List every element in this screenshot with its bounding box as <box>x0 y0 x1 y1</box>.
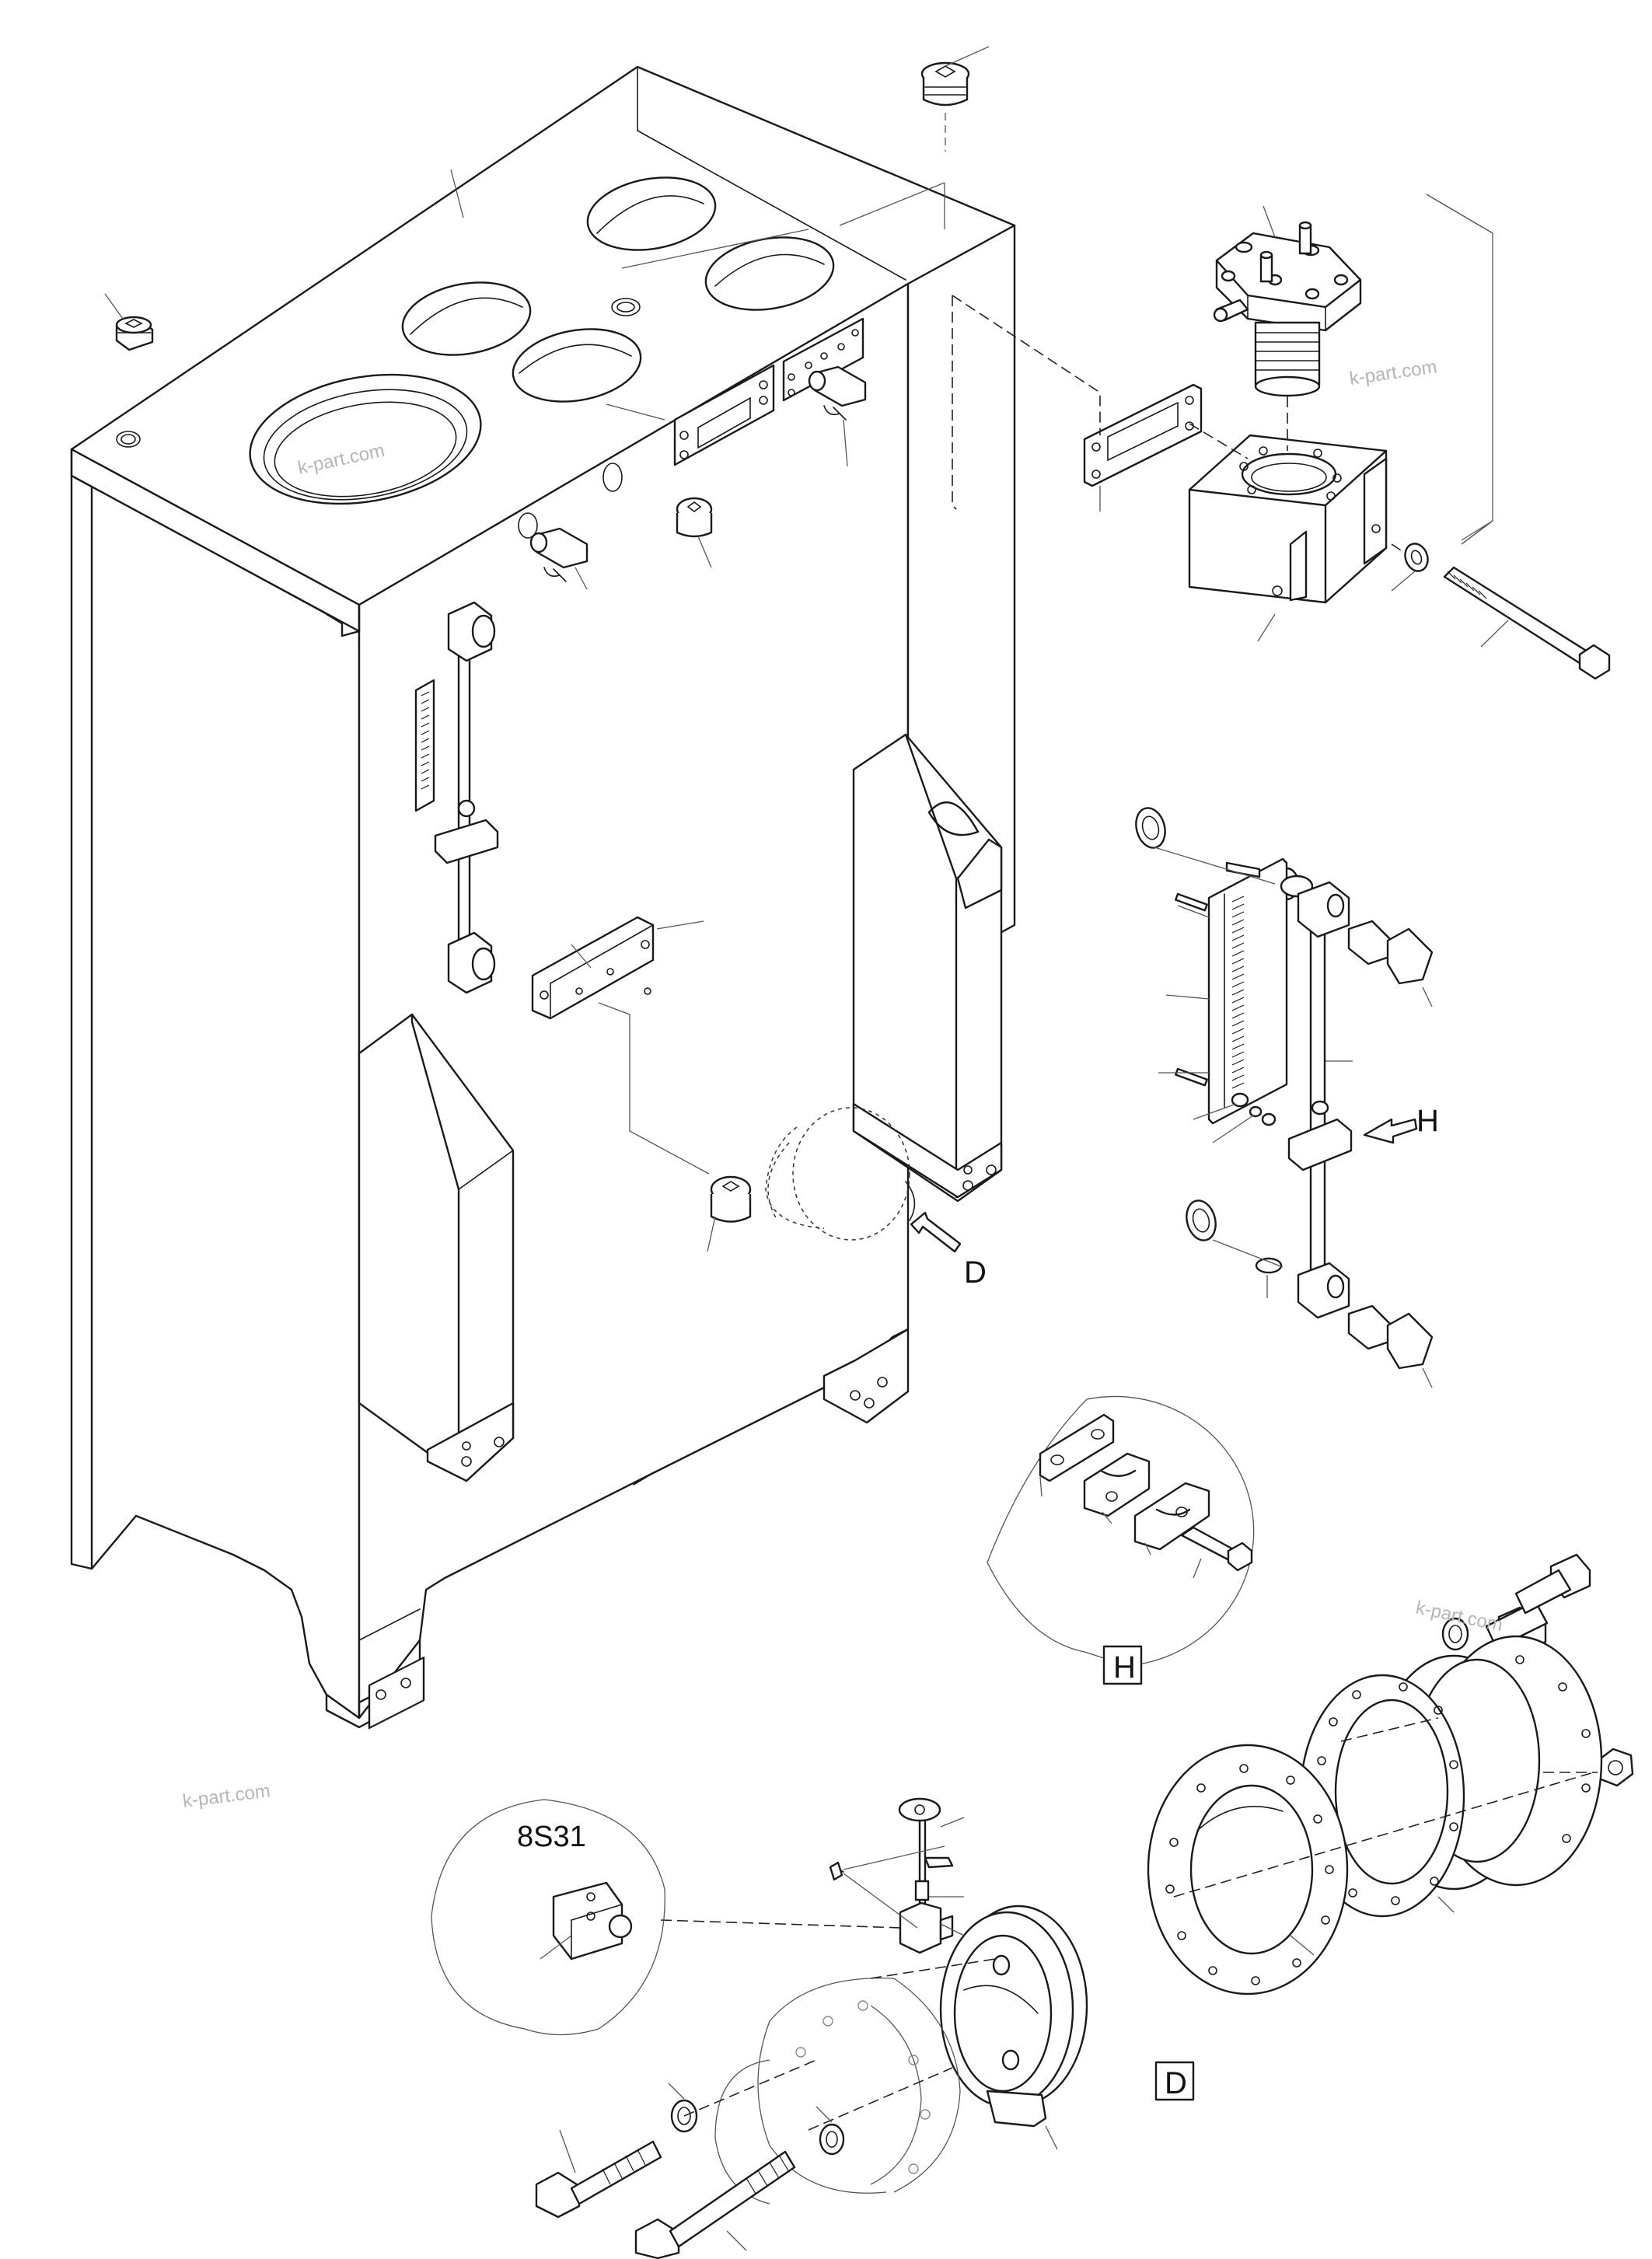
clamp-detail-icon <box>987 1395 1255 1664</box>
filter-housing-icon <box>1188 221 1388 604</box>
plug-icon <box>710 1175 752 1223</box>
detail-h-box <box>1102 1645 1143 1685</box>
filter-leaders <box>1099 194 1509 648</box>
proximity-sensor-icon <box>808 365 867 421</box>
detail-h-callout: H <box>1363 1104 1439 1144</box>
leader-lines <box>104 46 990 1252</box>
bolt-icon <box>535 2099 845 2259</box>
gauge-leaders <box>1154 847 1433 1388</box>
valve-leaders <box>559 1817 1455 2251</box>
detail-d-box <box>1154 2061 1195 2101</box>
hydraulic-tank-icon <box>70 65 1016 1730</box>
flange-icon <box>1147 1744 1349 1995</box>
detail-d-box-label: D <box>1165 2066 1187 2100</box>
detail-d-callout: D <box>910 1211 987 1290</box>
nut-icon <box>1596 1747 1634 1787</box>
watermark: k-part.com <box>1348 356 1438 389</box>
bolt-icon <box>1485 1553 1591 1653</box>
detail-h-label: H <box>1416 1104 1439 1138</box>
detail-d-label: D <box>964 1255 987 1290</box>
gasket-icon <box>1083 383 1203 487</box>
watermark: k-part.com <box>181 1780 271 1812</box>
bolt-icon <box>1404 543 1611 680</box>
plug-icon <box>115 316 154 351</box>
sight-gauge-icon <box>1135 807 1434 1370</box>
sensor-code-label: 8S31 <box>517 1821 586 1853</box>
proximity-sensor-icon <box>529 527 589 582</box>
plug-icon <box>920 61 970 106</box>
butterfly-valve-icon <box>829 1797 1088 2128</box>
sight-gauge-icon <box>414 601 499 994</box>
proximity-sensor-detail: 8S31 <box>431 1799 665 2036</box>
detail-h-box-label: H <box>1113 1650 1136 1685</box>
detail-h-leaders <box>1039 1476 1202 1579</box>
plug-icon <box>676 497 713 538</box>
